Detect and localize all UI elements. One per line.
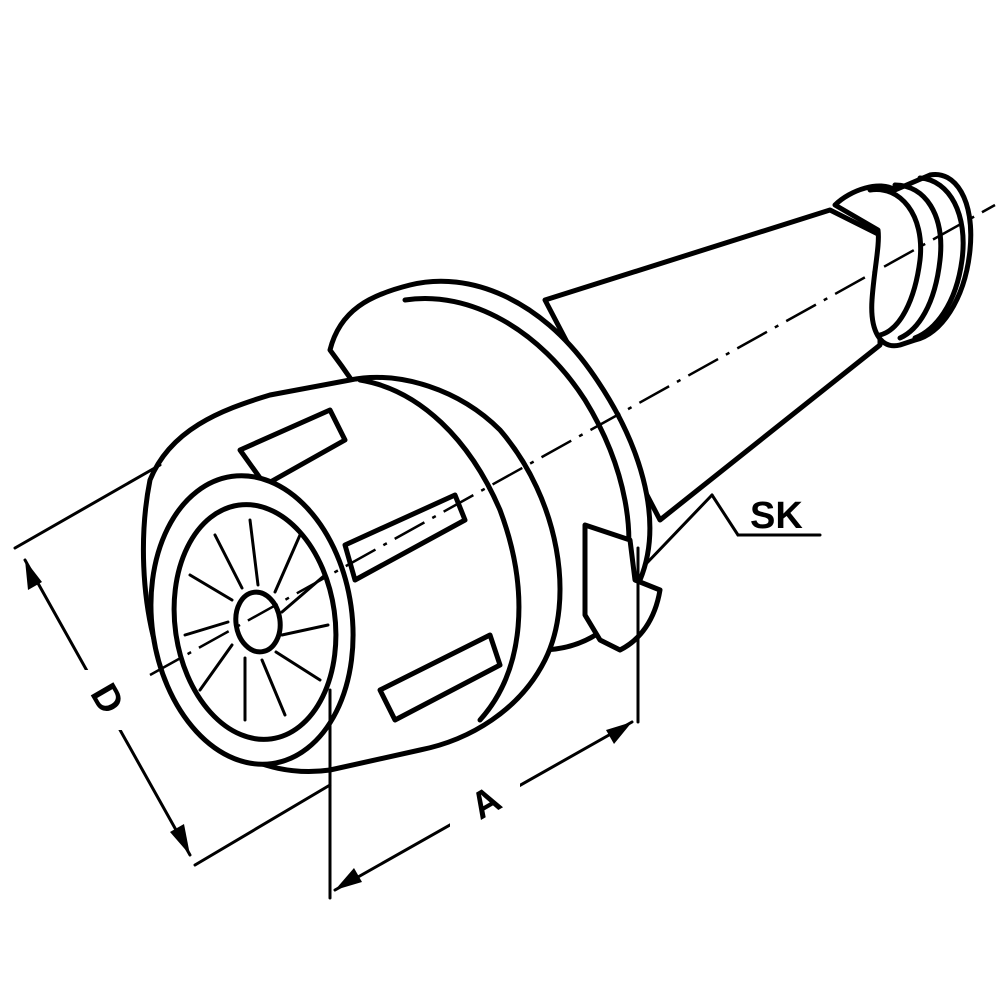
pull-stud: [832, 171, 974, 349]
sk-leader: [643, 493, 822, 567]
center-axis: [149, 203, 996, 677]
sk-label: SK: [750, 495, 803, 537]
drive-slot: [582, 522, 663, 653]
collet-face: [148, 473, 356, 767]
collet-slits: [183, 518, 330, 722]
dimension-a: [328, 546, 640, 900]
dimension-d: [13, 463, 332, 867]
collet-bore: [233, 589, 283, 655]
